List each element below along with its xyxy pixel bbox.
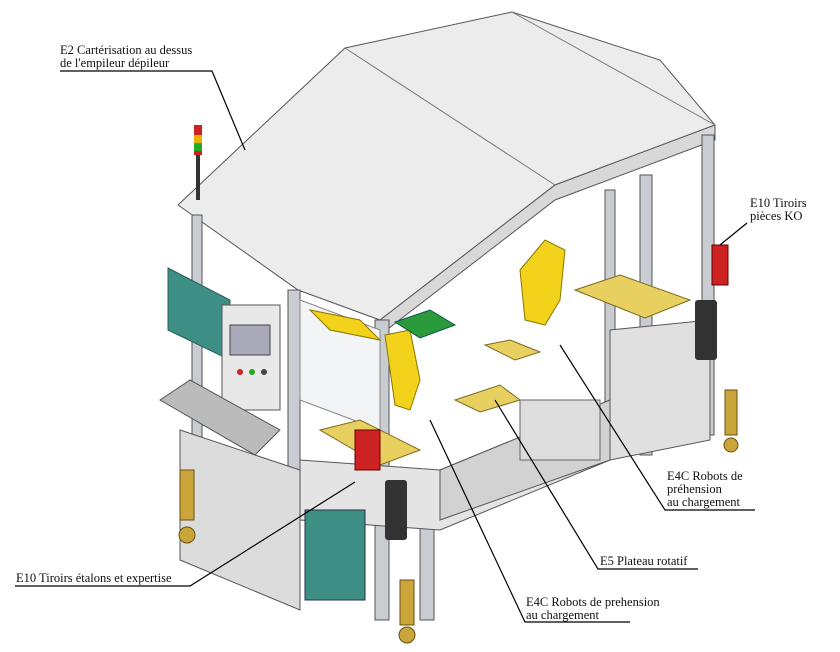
label-e4c-right-line1: E4C Robots de: [667, 469, 743, 483]
label-e4c-right-line3: au chargement: [667, 495, 740, 509]
label-e5-line1: E5 Plateau rotatif: [600, 554, 688, 568]
label-e5: E5 Plateau rotatif: [600, 555, 687, 568]
label-e10-etalons: E10 Tiroirs étalons et expertise: [16, 572, 172, 585]
label-e2: E2 Cartérisation au dessus de l'empileur…: [60, 44, 192, 70]
label-e10-ko: E10 Tiroirs pièces KO: [750, 197, 807, 223]
label-e2-line1: E2 Cartérisation au dessus: [60, 43, 193, 57]
drawer-handle: [354, 429, 381, 471]
control-panel: [221, 304, 281, 411]
robots: [308, 239, 566, 411]
label-e4c-bottom: E4C Robots de prehension au chargement: [526, 596, 660, 622]
label-e10-etalons-line1: E10 Tiroirs étalons et expertise: [16, 571, 172, 585]
label-e10-ko-line2: pièces KO: [750, 209, 803, 223]
base-cabinet: [179, 429, 301, 611]
label-e4c-bottom-line2: au chargement: [526, 608, 599, 622]
label-e4c-right-line2: préhension: [667, 482, 722, 496]
front-electrical-cabinet: [304, 509, 366, 601]
label-e2-line2: de l'empileur dépileur: [60, 56, 170, 70]
label-e10-ko-line1: E10 Tiroirs: [750, 196, 807, 210]
label-e4c-bottom-line1: E4C Robots de prehension: [526, 595, 660, 609]
leader-lines: [15, 70, 755, 623]
right-enclosure: [609, 319, 711, 461]
label-e4c-right: E4C Robots de préhension au chargement: [667, 470, 743, 509]
